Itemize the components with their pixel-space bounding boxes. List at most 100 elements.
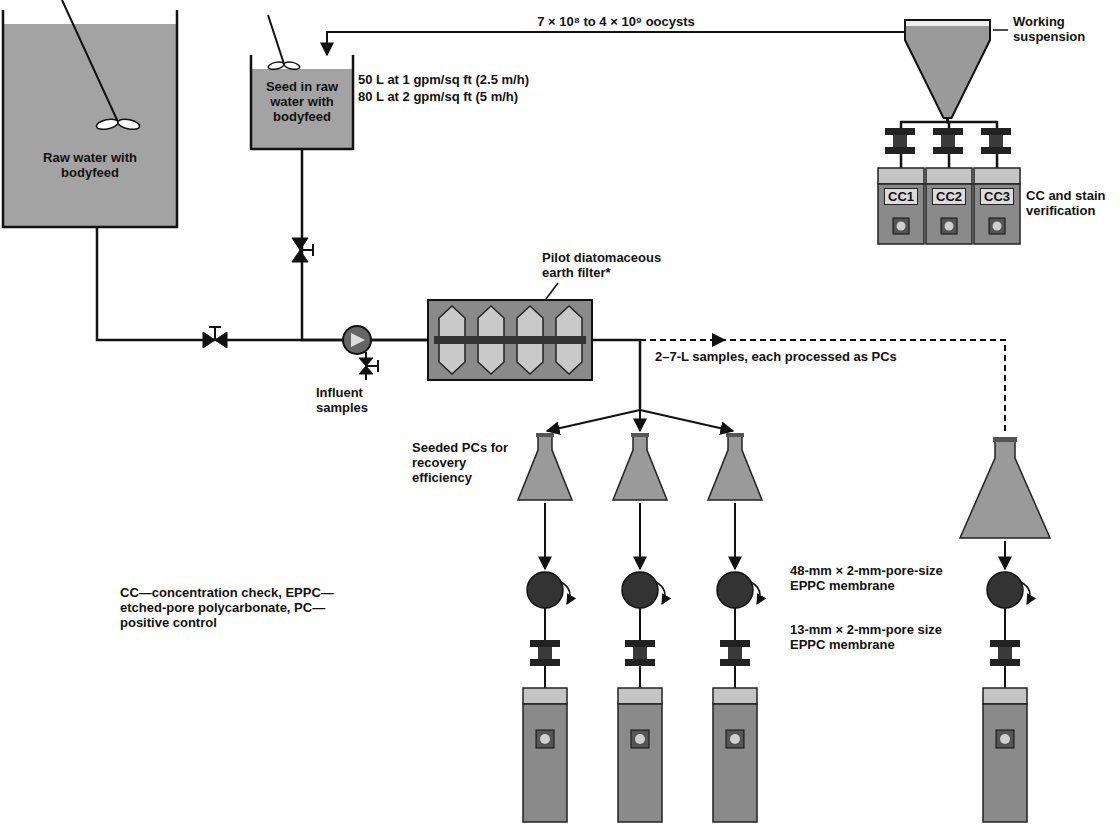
valve (203, 327, 227, 348)
seed-tank-outline (268, 15, 284, 64)
cc-chamber-outline (993, 222, 1002, 231)
annotation: Seeded PCs for recovery efficiency (412, 440, 510, 485)
suspension-funnel-outline (905, 20, 990, 118)
flow-arrow (327, 32, 905, 55)
flow-arrow (544, 608, 546, 640)
pipe (97, 228, 428, 340)
flask (708, 433, 762, 500)
valve (209, 326, 221, 328)
raw-water-tank: Raw water with bodyfeed (2, 10, 178, 228)
annotation: 80 L at 2 gpm/sq ft (5 m/h) (358, 89, 573, 104)
tank-label: Seed in raw water with bodyfeed (256, 79, 348, 124)
pump (343, 326, 371, 354)
chamber-label: CC3 (980, 188, 1014, 205)
cc-chamber-outline (974, 184, 1020, 244)
suspension-funnel-outline (906, 21, 989, 26)
annotation: CC and stain verification (1026, 188, 1114, 218)
suspension-funnel-outline (905, 20, 990, 118)
annotation: Influent samples (316, 385, 392, 415)
sample-line-dashed (640, 340, 1005, 434)
chamber-label: CC2 (932, 188, 966, 205)
flask (518, 433, 572, 500)
pipe (901, 118, 947, 168)
sample-tap (377, 360, 379, 372)
de-filter-outline (434, 336, 586, 344)
filter-holder (885, 128, 915, 154)
pipe (302, 150, 428, 340)
cc-chamber-outline (941, 218, 957, 234)
de-filter-outline (428, 300, 592, 380)
pump (351, 333, 365, 347)
annotation: 48-mm × 2-mm-pore-size EPPC membrane (790, 563, 958, 593)
sample-line-dashed (712, 333, 726, 347)
flow-arrow (1004, 666, 1006, 688)
seed-tank-outline (268, 61, 285, 71)
filter-holder (625, 640, 655, 666)
counting-chamber (713, 688, 757, 822)
cc-chamber-outline (878, 184, 924, 244)
seed-tank-outline (251, 55, 353, 149)
flow-arrow (544, 666, 546, 688)
flow-arrow (734, 503, 736, 569)
filter-holder (530, 640, 560, 666)
edge-label: 7 × 10⁸ to 4 × 10⁹ oocysts (534, 14, 698, 29)
flow-arrow (639, 666, 641, 688)
valve (300, 249, 313, 251)
counting-chamber (618, 688, 662, 822)
membrane (527, 572, 570, 608)
cc-chamber: CC2 (926, 168, 972, 244)
chamber-row (523, 688, 1027, 822)
valve (214, 327, 216, 340)
valve (312, 244, 314, 256)
de-filter-outline (428, 300, 592, 380)
chamber-label: CC1 (884, 188, 918, 205)
seed-tank-outline (250, 69, 354, 150)
part-label: Pilot diatomaceous earth filter* (542, 250, 674, 280)
filter-holder (720, 640, 750, 666)
effluent-pipe (639, 410, 641, 431)
sample-tap (359, 352, 378, 380)
cc-chamber: CC1 (878, 168, 924, 244)
annotation: 2–7-L samples, each processed as PCs (655, 349, 955, 364)
raw-water-tank-outline (3, 10, 177, 227)
flow-arrow (545, 503, 1005, 688)
seed-tank-outline (283, 61, 300, 71)
cc-chamber-outline (974, 168, 1020, 184)
flask (960, 437, 1050, 538)
suspension-funnel: Working suspension (905, 20, 990, 118)
membrane (987, 572, 1030, 608)
cc-chamber-outline (878, 168, 924, 244)
cc-chamber-outline (989, 218, 1005, 234)
de-filter: Pilot diatomaceous earth filter* (428, 300, 592, 380)
flow-arrow (544, 503, 546, 569)
raw-water-tank-outline (2, 10, 178, 228)
annotation: 13-mm × 2-mm-pore size EPPC membrane (790, 622, 958, 652)
cc-chamber-outline (878, 168, 924, 184)
raw-water-tank-outline (62, 0, 118, 122)
part-label: Working suspension (1013, 14, 1109, 44)
filter-holder (990, 640, 1020, 666)
raw-water-tank-outline (117, 117, 140, 131)
membrane-row (527, 572, 1030, 608)
flask-row (518, 433, 1050, 538)
membrane (622, 572, 665, 608)
flow-arrow (639, 503, 641, 569)
annotation: CC—concentration check, EPPC—etched-pore… (120, 585, 360, 630)
suspension-funnel-outline (993, 29, 1008, 31)
cc-chamber-outline (926, 168, 972, 184)
effluent-pipe (592, 340, 640, 410)
annotation: 50 L at 1 gpm/sq ft (2.5 m/h) (358, 72, 573, 87)
flow-arrow (734, 666, 736, 688)
flask (613, 433, 667, 500)
effluent-pipe (640, 410, 733, 431)
membrane (717, 572, 760, 608)
effluent-pipe (547, 410, 640, 431)
de-filter-outline (546, 283, 558, 299)
raw-water-tank-outline (2, 24, 178, 228)
cc-chamber-outline (974, 168, 1020, 244)
seed-tank: Seed in raw water with bodyfeed (250, 55, 354, 150)
counting-chamber (523, 688, 567, 822)
flow-arrow (639, 608, 641, 640)
filter-holder (981, 128, 1011, 154)
